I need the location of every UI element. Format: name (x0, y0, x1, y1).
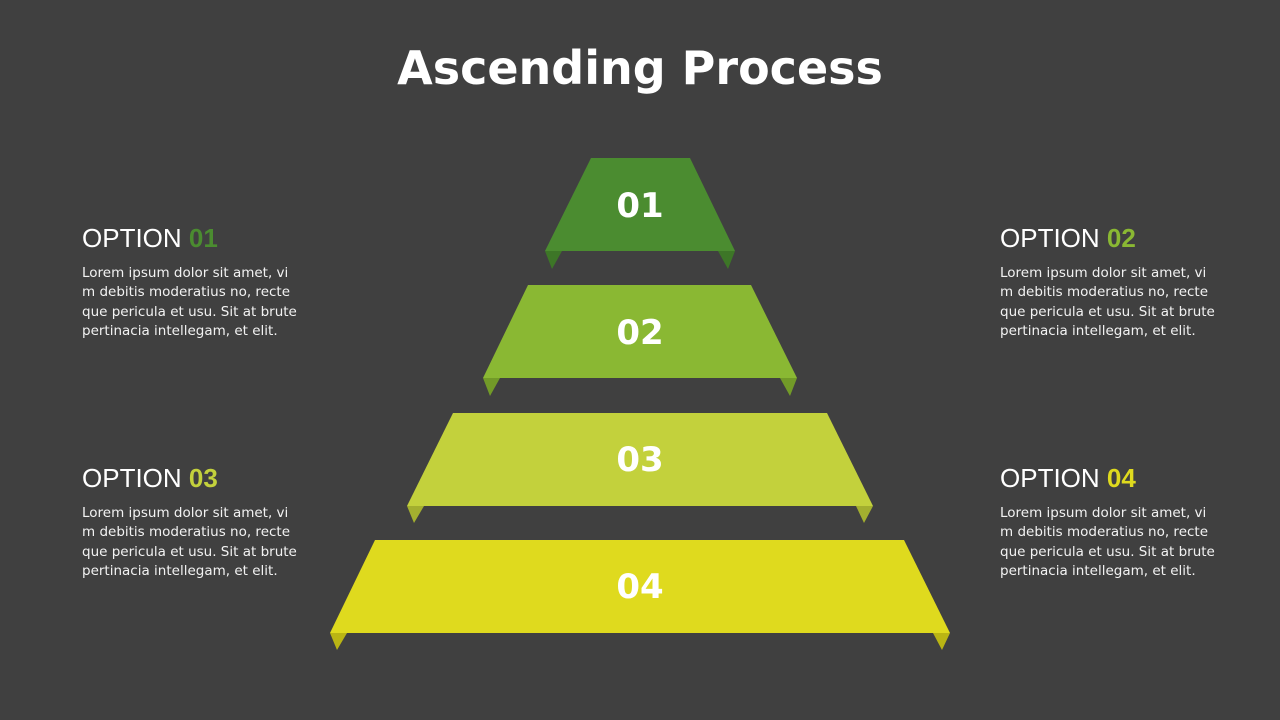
step-4-left-tab (330, 633, 347, 650)
option-03-description: Lorem ipsum dolor sit amet, vim debitis … (82, 505, 297, 579)
option-01-heading: OPTION 01 (82, 222, 302, 254)
option-02-heading-label: OPTION (1000, 223, 1100, 253)
step-1-right-tab (718, 251, 735, 269)
step-2-left-tab (483, 378, 500, 396)
step-4-label: 04 (616, 567, 663, 607)
step-1-label: 01 (616, 186, 663, 226)
step-3-trapezoid (407, 413, 873, 506)
option-04-heading: OPTION 04 (1000, 462, 1220, 494)
option-02-description: Lorem ipsum dolor sit amet, vim debitis … (1000, 265, 1215, 339)
pyramid-step-3: 03 (407, 413, 873, 523)
step-2-label: 02 (616, 313, 663, 353)
step-4-right-tab (933, 633, 950, 650)
step-2-trapezoid (483, 285, 797, 378)
option-01-number: 01 (188, 223, 218, 253)
step-3-label: 03 (616, 440, 663, 480)
option-02-heading: OPTION 02 (1000, 222, 1220, 254)
pyramid-step-2: 02 (483, 285, 797, 396)
option-02-block: OPTION 02 Lorem ipsum dolor sit amet, vi… (1000, 222, 1220, 341)
step-4-trapezoid (330, 540, 950, 633)
option-04-block: OPTION 04 Lorem ipsum dolor sit amet, vi… (1000, 462, 1220, 581)
option-03-heading: OPTION 03 (82, 462, 302, 494)
step-1-trapezoid (545, 158, 735, 251)
slide-title: Ascending Process (397, 41, 883, 95)
step-1-left-tab (545, 251, 562, 269)
pyramid-step-1: 01 (545, 158, 735, 269)
option-03-heading-label: OPTION (82, 463, 182, 493)
option-01-description: Lorem ipsum dolor sit amet, vim debitis … (82, 265, 297, 339)
option-04-number: 04 (1106, 463, 1136, 493)
step-3-left-tab (407, 506, 424, 523)
option-03-number: 03 (188, 463, 218, 493)
step-2-right-tab (780, 378, 797, 396)
pyramid-step-4: 04 (330, 540, 950, 650)
option-01-heading-label: OPTION (82, 223, 182, 253)
option-03-block: OPTION 03 Lorem ipsum dolor sit amet, vi… (82, 462, 302, 581)
option-04-heading-label: OPTION (1000, 463, 1100, 493)
option-04-description: Lorem ipsum dolor sit amet, vim debitis … (1000, 505, 1215, 579)
option-02-number: 02 (1106, 223, 1136, 253)
step-3-right-tab (856, 506, 873, 523)
option-01-block: OPTION 01 Lorem ipsum dolor sit amet, vi… (82, 222, 302, 341)
